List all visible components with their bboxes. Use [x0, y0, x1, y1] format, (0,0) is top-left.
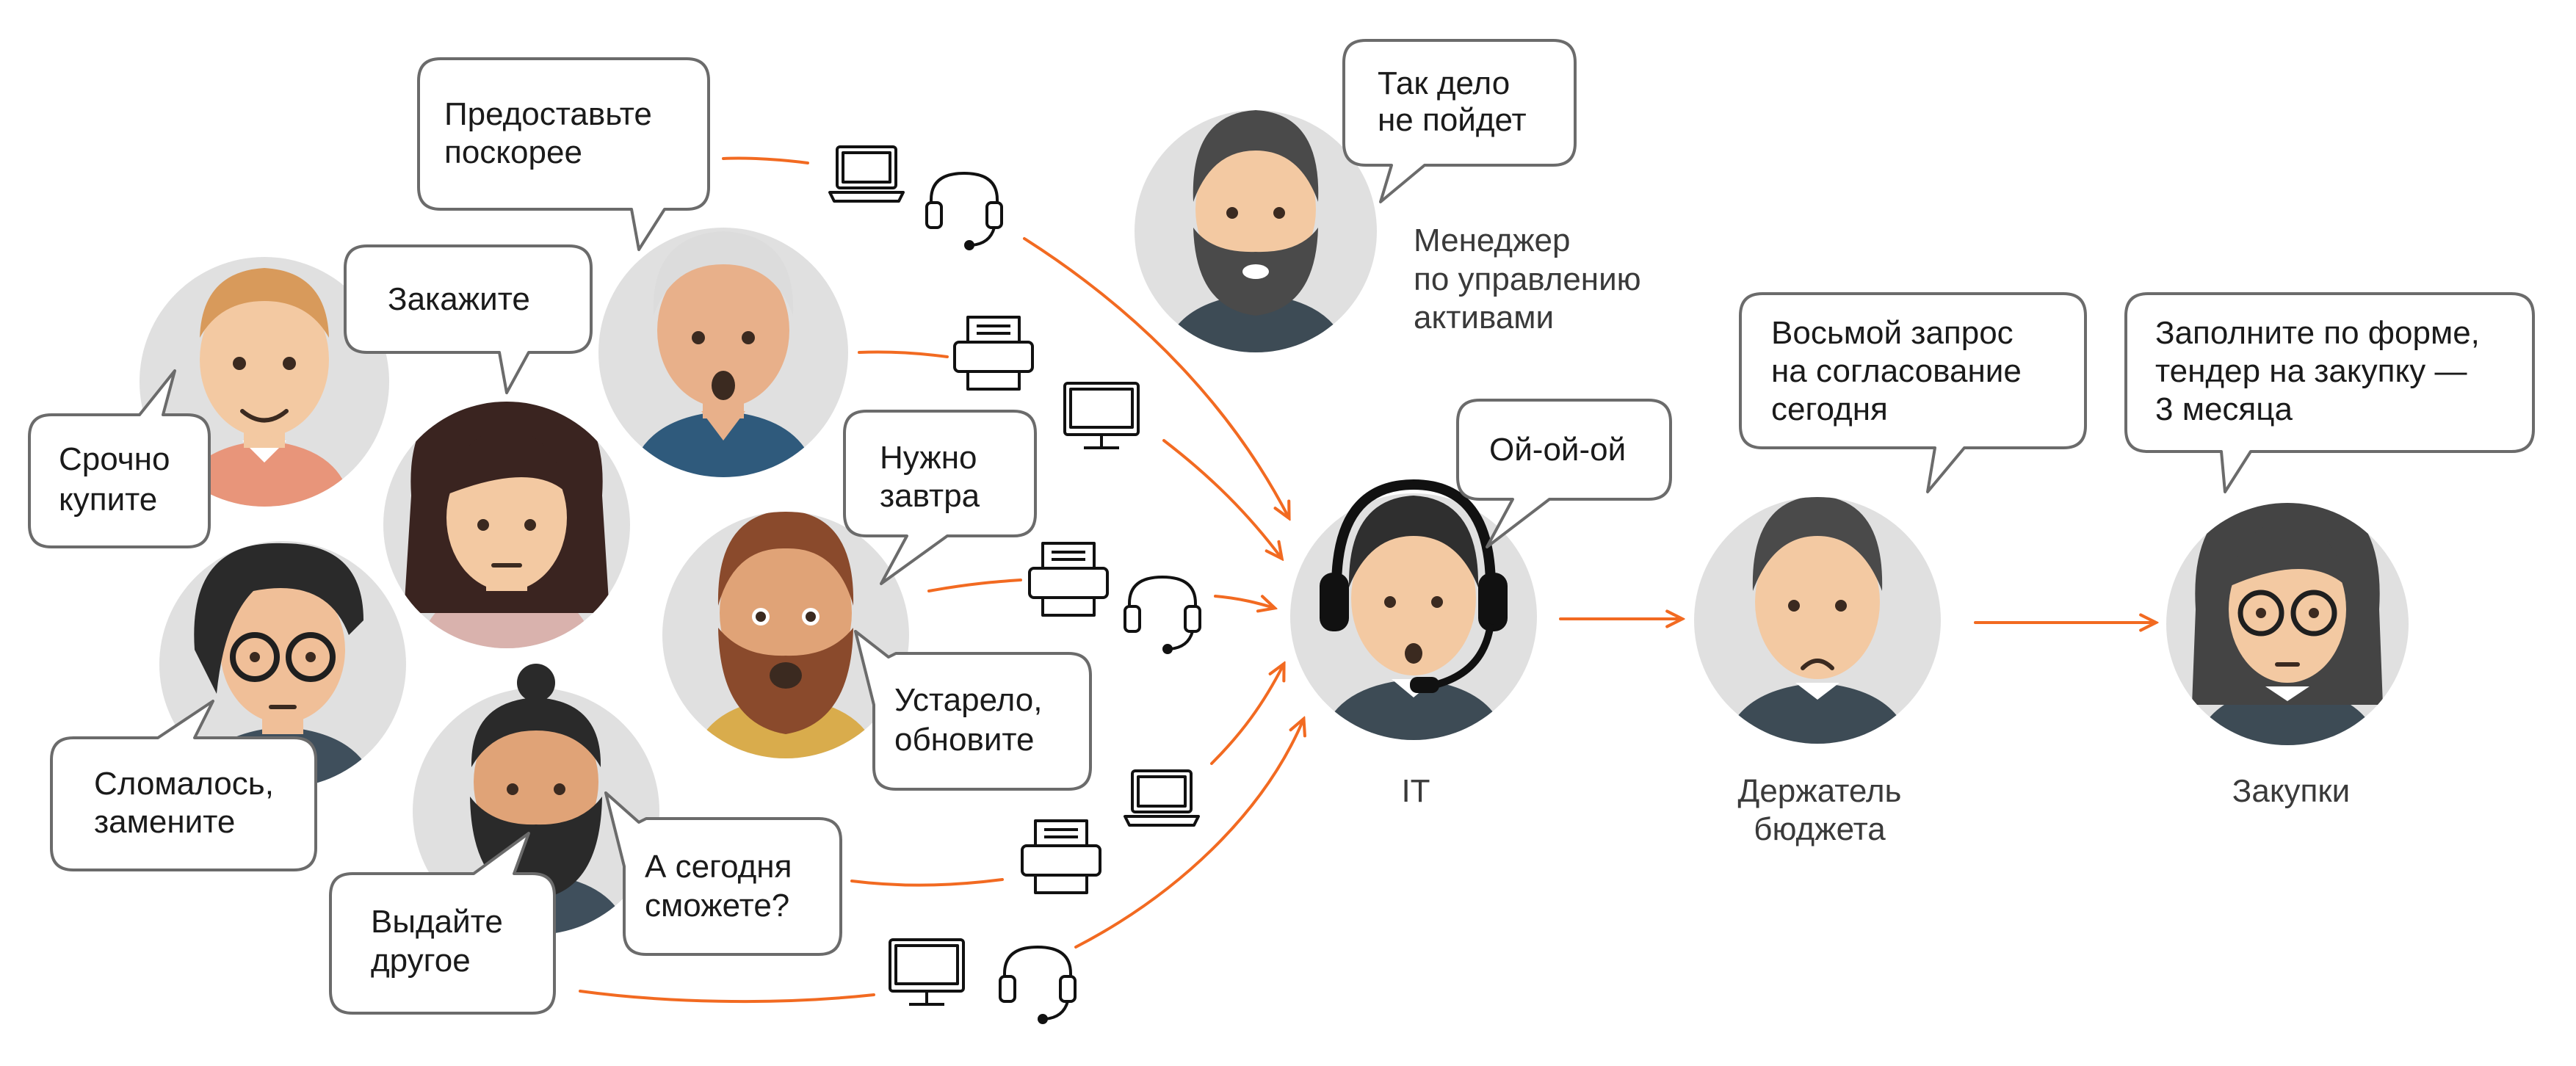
printer-icon	[953, 316, 1034, 391]
bubble-ustarelo: Устарело, обновите	[854, 630, 1092, 791]
bubble-predostavte: Предоставьте поскорее	[417, 57, 710, 251]
bubble-zakazhite-line1: Закажите	[388, 281, 530, 317]
monitor-icon	[1063, 382, 1140, 449]
bubble-oy: Ой-ой-ой	[1456, 399, 1672, 548]
bubble-vosmoy: Восьмой запрос на согласование сегодня	[1739, 292, 2087, 493]
arrow-zakazhite	[858, 350, 949, 358]
bubble-segodnya: А сегодня сможете?	[604, 791, 842, 956]
avatar-woman-glasses	[159, 541, 406, 788]
label-manager-line1: Менеджер	[1414, 222, 1570, 258]
bubble-tak-delo-line2: не пойдет	[1378, 102, 1527, 138]
arrow-headset3	[1074, 719, 1303, 949]
bubble-vydayte-line2: другое	[371, 943, 471, 979]
arrow-laptop2	[1210, 664, 1284, 765]
arrow-vydayte	[579, 990, 875, 1004]
headset-icon	[999, 946, 1077, 1024]
bubble-zapolnite: Заполните по форме, тендер на закупку — …	[2124, 292, 2535, 493]
label-budget: Держатель бюджета	[1738, 773, 1902, 847]
label-manager-line2: по управлению	[1414, 261, 1641, 297]
arrow-predostavte-segment	[1023, 237, 1289, 518]
bubble-segodnya-line2: сможете?	[645, 888, 789, 924]
bubble-predostavte-line2: поскорее	[444, 134, 582, 170]
avatar-woman-dark-hair	[383, 402, 630, 648]
printer-icon	[1028, 542, 1109, 617]
avatar-it-support	[1290, 479, 1537, 740]
arrow-nuzhno	[927, 579, 1022, 592]
bubble-nuzhno-line2: завтра	[880, 478, 980, 514]
bubble-vydayte: Выдайте другое	[329, 832, 556, 1015]
bubble-nuzhno: Нужно завтра	[843, 410, 1037, 585]
bubble-zapolnite-line3: 3 месяца	[2155, 391, 2293, 427]
bubble-ustarelo-line2: обновите	[894, 722, 1035, 758]
avatar-bearded-man	[662, 512, 909, 758]
monitor-icon	[889, 938, 965, 1006]
avatar-older-man	[598, 228, 848, 477]
arrow-zakazhite-seg	[1162, 439, 1281, 558]
bubble-srochno: Срочно купите	[28, 369, 211, 548]
laptop-icon	[1124, 769, 1200, 827]
bubble-ustarelo-line1: Устарело,	[894, 682, 1042, 718]
avatar-budget-holder	[1694, 497, 1941, 744]
bubble-zakazhite: Закажите	[344, 244, 593, 394]
label-manager: Менеджер по управлению активами	[1414, 222, 1641, 336]
bubble-tak-delo: Так дело не пойдет	[1342, 39, 1577, 203]
bubble-slomalos-line1: Сломалось,	[94, 766, 274, 802]
label-budget-line1: Держатель	[1738, 773, 1902, 809]
avatar-manager	[1135, 110, 1377, 352]
bubble-segodnya-line1: А сегодня	[645, 849, 792, 885]
bubble-srochno-line2: купите	[59, 482, 157, 518]
bubble-vosmoy-line2: на согласование	[1771, 353, 2022, 389]
bubble-vosmoy-line1: Восьмой запрос	[1771, 315, 2014, 351]
arrow-nuzhno-seg	[1214, 595, 1274, 608]
bubble-tak-delo-line1: Так дело	[1378, 65, 1510, 101]
bubble-slomalos: Сломалось, замените	[50, 700, 317, 871]
headset-icon	[925, 172, 1003, 250]
bubble-nuzhno-line1: Нужно	[880, 440, 977, 476]
laptop-icon	[828, 145, 905, 203]
label-manager-line3: активами	[1414, 300, 1554, 336]
bubble-srochno-line1: Срочно	[59, 441, 170, 477]
arrow-segodnya	[850, 878, 1004, 887]
label-it: IT	[1401, 773, 1430, 809]
bubble-zapolnite-line1: Заполните по форме,	[2155, 315, 2480, 351]
bubble-slomalos-line2: замените	[94, 804, 235, 840]
headset-icon	[1124, 576, 1201, 654]
avatar-purchasing	[2166, 503, 2409, 745]
arrow-predostavte-to-it	[722, 156, 809, 164]
request-arrows	[579, 156, 2155, 1004]
bubble-oy-line1: Ой-ой-ой	[1489, 432, 1626, 468]
bubble-vosmoy-line3: сегодня	[1771, 391, 1888, 427]
bubble-vydayte-line1: Выдайте	[371, 904, 503, 940]
bubble-predostavte-line1: Предоставьте	[444, 96, 652, 132]
printer-icon	[1021, 819, 1101, 894]
label-budget-line2: бюджета	[1754, 811, 1886, 847]
bubble-zapolnite-line2: тендер на закупку —	[2155, 353, 2467, 389]
label-purchasing: Закупки	[2232, 773, 2350, 809]
